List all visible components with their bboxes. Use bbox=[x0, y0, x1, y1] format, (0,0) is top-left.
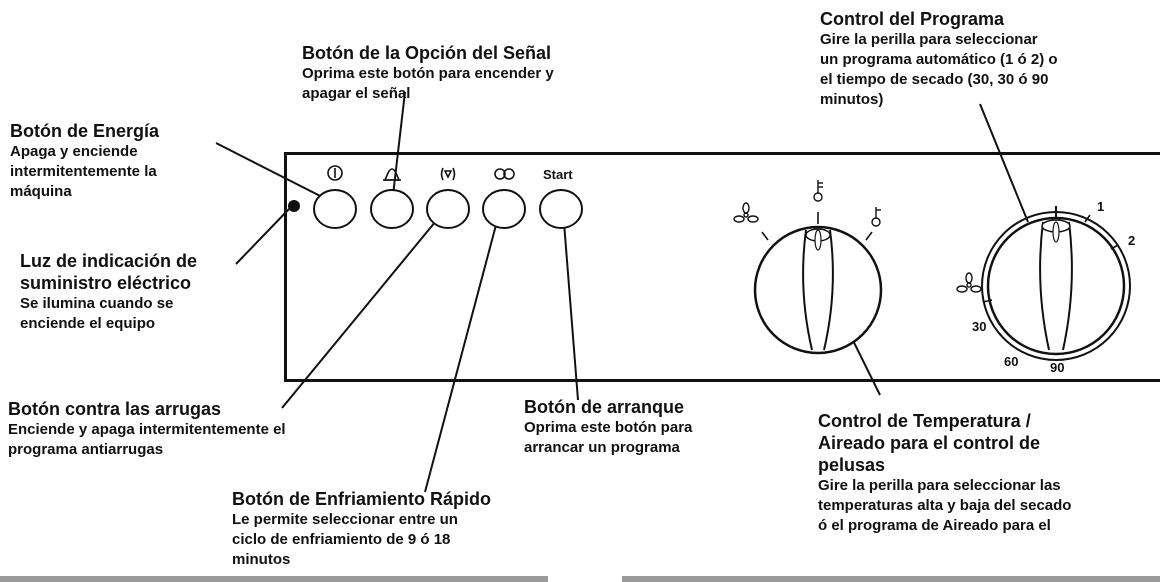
leader-anticrease bbox=[281, 209, 446, 409]
callout-anticrease-button: Botón contra las arrugas Enciende y apag… bbox=[8, 398, 286, 460]
bottom-divider-left bbox=[0, 576, 548, 582]
power-indicator-light bbox=[288, 200, 300, 212]
dial-fan-icon bbox=[956, 272, 982, 293]
callout-title: pelusas bbox=[818, 455, 886, 475]
callout-power-button: Botón de Energía Apaga y enciende interm… bbox=[10, 120, 159, 202]
callout-line: arrancar un programa bbox=[524, 439, 680, 456]
callout-title: Aireado para el control de bbox=[818, 433, 1041, 453]
callout-line: Oprima este botón para encender y bbox=[302, 65, 554, 82]
callout-line: enciende el equipo bbox=[20, 315, 156, 332]
callout-program-control: Control del Programa Gire la perilla par… bbox=[820, 8, 1058, 110]
bell-icon bbox=[383, 168, 401, 181]
callout-temperature-control: Control de Temperatura / Aireado para el… bbox=[818, 410, 1071, 536]
power-icon bbox=[327, 165, 343, 181]
dial-mark-30: 30 bbox=[972, 319, 986, 334]
callout-title: Botón contra las arrugas bbox=[8, 399, 222, 419]
high-temp-icon bbox=[813, 180, 823, 202]
callout-line: Le permite seleccionar entre un bbox=[232, 511, 458, 528]
callout-line: máquina bbox=[10, 183, 72, 200]
callout-title: Control de Temperatura / bbox=[818, 411, 1031, 431]
callout-line: Enciende y apaga intermitentemente el bbox=[8, 421, 286, 438]
dial-mark-1: 1 bbox=[1097, 199, 1104, 214]
callout-line: Se ilumina cuando se bbox=[20, 295, 174, 312]
callout-power-indicator: Luz de indicación de suministro eléctric… bbox=[20, 250, 197, 334]
power-button[interactable] bbox=[313, 189, 357, 229]
callout-line: Gire la perilla para seleccionar las bbox=[818, 477, 1061, 494]
callout-line: apagar el señal bbox=[302, 85, 411, 102]
dial-mark-60: 60 bbox=[1004, 354, 1018, 369]
quick-cool-button[interactable] bbox=[482, 189, 526, 229]
callout-title: Luz de indicación de bbox=[20, 251, 198, 271]
program-dial[interactable] bbox=[981, 206, 1131, 361]
callout-title: Botón de la Opción del Señal bbox=[302, 43, 552, 63]
callout-line: programa antiarrugas bbox=[8, 441, 164, 458]
bottom-divider-right bbox=[622, 576, 1160, 582]
callout-line: temperaturas alta y baja del secado bbox=[818, 497, 1072, 514]
anticrease-button[interactable] bbox=[426, 189, 470, 229]
callout-title: Botón de Enfriamiento Rápido bbox=[232, 489, 491, 509]
temperature-dial[interactable] bbox=[753, 212, 883, 355]
start-button[interactable] bbox=[539, 189, 583, 229]
start-label: Start bbox=[543, 167, 573, 182]
signal-button[interactable] bbox=[370, 189, 414, 229]
callout-signal-button: Botón de la Opción del Señal Oprima este… bbox=[302, 42, 554, 104]
callout-title: Botón de arranque bbox=[524, 397, 685, 417]
callout-line: un programa automático (1 ó 2) o bbox=[820, 51, 1058, 68]
callout-line: ciclo de enfriamiento de 9 ó 18 bbox=[232, 531, 451, 548]
callout-line: Apaga y enciende bbox=[10, 143, 138, 160]
dial-mark-2: 2 bbox=[1128, 233, 1135, 248]
callout-title: Botón de Energía bbox=[10, 121, 160, 141]
callout-title: Control del Programa bbox=[820, 9, 1005, 29]
callout-line: el tiempo de secado (30, 30 ó 90 bbox=[820, 71, 1049, 88]
callout-line: minutos) bbox=[820, 91, 884, 108]
leader-power bbox=[215, 142, 337, 205]
callout-title: suministro eléctrico bbox=[20, 273, 192, 293]
cooling-icon bbox=[494, 168, 515, 180]
leader-cooling bbox=[424, 209, 501, 493]
leader-indicator bbox=[235, 207, 291, 265]
leader-start bbox=[562, 209, 579, 401]
callout-start-button: Botón de arranque Oprima este botón para… bbox=[524, 396, 692, 458]
dial-mark-90: 90 bbox=[1050, 360, 1064, 375]
callout-line: minutos bbox=[232, 551, 291, 568]
low-temp-icon bbox=[871, 207, 881, 227]
anticrease-icon bbox=[440, 167, 456, 181]
leader-signal bbox=[391, 91, 406, 205]
callout-line: intermitentemente la bbox=[10, 163, 157, 180]
callout-line: Gire la perilla para seleccionar bbox=[820, 31, 1038, 48]
callout-line: ó el programa de Aireado para el bbox=[818, 517, 1051, 534]
callout-quick-cool-button: Botón de Enfriamiento Rápido Le permite … bbox=[232, 488, 491, 570]
callout-line: Oprima este botón para bbox=[524, 419, 693, 436]
fan-icon bbox=[733, 202, 759, 223]
leader-program bbox=[979, 103, 1029, 223]
